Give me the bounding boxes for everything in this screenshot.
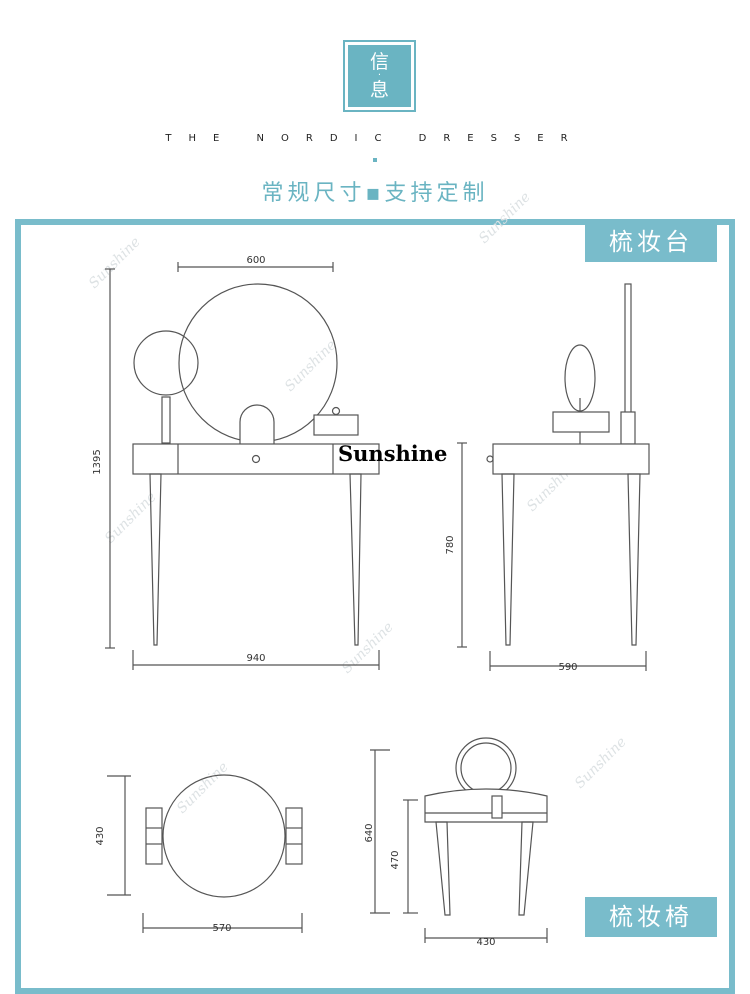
chair-side-view	[370, 737, 548, 943]
brand-watermark: Sunshine	[338, 441, 448, 466]
subtitle-chinese: 常规尺寸▪支持定制	[261, 181, 489, 206]
jewelry-box	[313, 414, 359, 436]
chair-armrest-left	[145, 807, 163, 865]
dresser-leg	[149, 473, 162, 646]
dim-dresser-depth: 590	[558, 662, 577, 673]
chair-label: 梳妆椅	[585, 897, 717, 937]
small-mirror-stand	[161, 396, 171, 444]
chair-seat-top	[162, 774, 286, 898]
dresser-label: 梳妆台	[585, 222, 717, 262]
dresser-front-view	[105, 262, 380, 670]
badge-char-1: 信	[369, 51, 389, 73]
mirror-base	[552, 411, 610, 433]
chair-seat-side	[424, 788, 548, 823]
dim-dresser-width: 940	[246, 653, 265, 664]
chair-armrest-right	[285, 807, 303, 865]
dresser-leg-side	[627, 473, 641, 646]
dresser-leg-side	[501, 473, 515, 646]
badge-dot: ·	[377, 70, 382, 81]
dim-dresser-height: 1395	[92, 449, 103, 474]
dresser-leg	[349, 473, 362, 646]
badge-char-2: 息	[369, 79, 389, 101]
info-badge: 信 · 息	[343, 40, 416, 112]
small-mirror	[133, 330, 199, 396]
dim-seat-height: 470	[390, 850, 401, 869]
diagram-frame	[15, 219, 735, 994]
dresser-side-view	[457, 283, 650, 671]
dim-chair-width: 570	[212, 923, 231, 934]
tabletop-side	[492, 443, 650, 475]
dim-chair-height: 640	[364, 823, 375, 842]
dim-mirror-width: 600	[246, 255, 265, 266]
chair-leg	[435, 821, 451, 916]
dim-chair-side-depth: 430	[476, 937, 495, 948]
subtitle-english: THE NORDIC DRESSER	[165, 133, 585, 144]
dim-chair-depth: 430	[95, 826, 106, 845]
tabletop	[132, 443, 380, 475]
divider-dot	[373, 158, 377, 162]
arched-lamp	[239, 404, 275, 444]
chair-top-view	[107, 774, 303, 933]
dim-table-height: 780	[445, 535, 456, 554]
chair-leg	[518, 821, 534, 916]
